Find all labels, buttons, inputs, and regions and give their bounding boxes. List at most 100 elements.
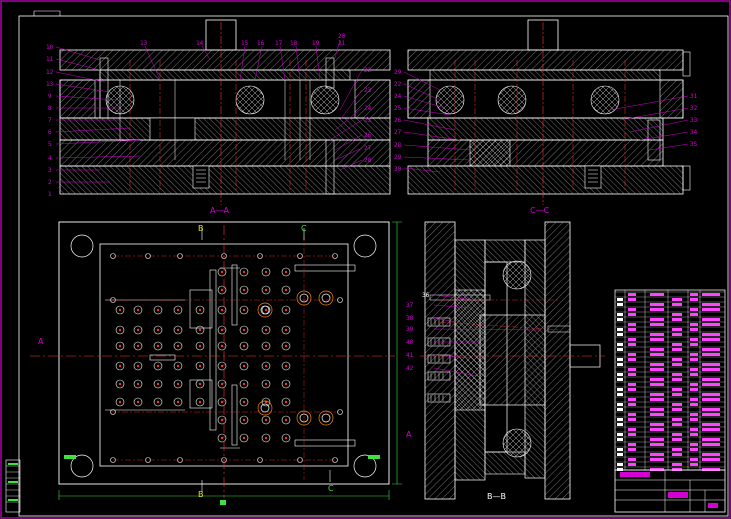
label-bb-37: 37: [406, 302, 414, 309]
parts-cell-text: [650, 413, 664, 416]
label-top-13: 13: [140, 40, 148, 47]
ejector-hole-center: [242, 436, 246, 440]
ejector-hole-center: [118, 344, 122, 348]
parts-cell-text: [702, 378, 720, 381]
ejector-hole: [195, 325, 205, 335]
ejector-hole-center: [242, 328, 246, 332]
label-top-20: 20: [338, 33, 346, 40]
label-top-14: 14: [196, 40, 204, 47]
label-cc-29a: 29: [394, 69, 402, 76]
label-cc-29b: 29: [394, 154, 402, 161]
plan-view: A A B B C C: [30, 221, 412, 505]
parts-cell-text: [690, 458, 698, 461]
ejector-hole-center: [284, 344, 288, 348]
label-5: 5: [48, 141, 52, 148]
ejector-hole-center: [242, 308, 246, 312]
parts-cell-text: [702, 398, 720, 401]
ejector-hole-center: [220, 418, 224, 422]
ejector-hole: [217, 415, 227, 425]
parts-cell-text: [690, 403, 698, 406]
parts-cell-text: [628, 413, 636, 416]
screw-hole: [337, 297, 343, 303]
return-pin-hole: [321, 293, 331, 303]
ejector-hole-center: [176, 382, 180, 386]
caption-aa: A—A: [210, 206, 229, 215]
ejector-hole-center: [220, 436, 224, 440]
ejector-hole: [239, 305, 249, 315]
parts-cell-text: [617, 418, 623, 421]
parts-cell-text: [690, 343, 698, 346]
label-cc-34: 34: [690, 129, 698, 136]
ejector-hole: [261, 379, 271, 389]
label-2: 2: [48, 179, 52, 186]
ejector-hole: [281, 341, 291, 351]
ejector-hole: [133, 379, 143, 389]
parts-cell-text: [617, 433, 623, 436]
label-bb-42: 42: [406, 365, 414, 372]
label-top-17: 17: [275, 40, 283, 47]
ejector-hole: [239, 325, 249, 335]
parts-cell-text: [672, 373, 682, 376]
parts-cell-text: [702, 423, 720, 426]
parts-cell-text: [690, 298, 698, 301]
parts-cell-text: [650, 428, 664, 431]
ejector-hole: [115, 379, 125, 389]
parts-cell-text: [650, 318, 664, 321]
parts-cell-text: [617, 463, 623, 466]
parts-cell-text: [650, 348, 664, 351]
parts-cell-text: [617, 358, 623, 361]
ejector-hole-center: [264, 364, 268, 368]
ejector-hole-center: [118, 328, 122, 332]
caption-bb: B—B: [487, 492, 506, 501]
parts-cell-text: [690, 413, 698, 416]
parts-cell-text: [650, 383, 664, 386]
label-8: 8: [48, 105, 52, 112]
parts-cell-text: [628, 403, 636, 406]
ejector-hole-center: [242, 400, 246, 404]
section-aa-view: 10 11 12 13 9 8 7 6 5 4 3 2 1 13 14 15 1…: [46, 19, 391, 215]
ejector-hole-center: [220, 288, 224, 292]
ejector-hole: [217, 285, 227, 295]
ejector-hole-center: [220, 270, 224, 274]
ejector-hole: [217, 433, 227, 443]
parts-cell-text: [672, 348, 682, 351]
ejector-hole: [261, 361, 271, 371]
ejector-hole-center: [118, 382, 122, 386]
ejector-hole-center: [198, 308, 202, 312]
label-bb-39: 39: [406, 326, 414, 333]
parts-cell-text: [650, 458, 664, 461]
parts-cell-text: [672, 358, 682, 361]
label-right-27: 27: [364, 145, 372, 152]
parts-cell-text: [650, 338, 664, 341]
ejector-hole: [173, 361, 183, 371]
ejector-hole-center: [198, 344, 202, 348]
ejector-hole: [173, 305, 183, 315]
parts-cell-text: [702, 318, 720, 321]
parts-cell-text: [690, 368, 698, 371]
parts-cell-text: [617, 313, 623, 316]
parts-cell-text: [702, 353, 720, 356]
label-cc-30: 30: [394, 166, 402, 173]
parts-cell-text: [650, 303, 664, 306]
ejector-hole-center: [176, 364, 180, 368]
parts-cell-text: [672, 318, 682, 321]
parts-cell-text: [672, 453, 682, 456]
label-right-28: 28: [364, 157, 372, 164]
ejector-hole-center: [220, 382, 224, 386]
parts-cell-text: [617, 348, 623, 351]
ejector-hole-center: [136, 308, 140, 312]
label-cc-32: 32: [690, 105, 698, 112]
ejector-hole-center: [284, 328, 288, 332]
parts-cell-text: [650, 398, 664, 401]
ejector-hole-center: [176, 328, 180, 332]
label-cc-33: 33: [690, 117, 698, 124]
parts-cell-text: [690, 418, 698, 421]
ejector-hole: [115, 325, 125, 335]
parts-cell-text: [650, 438, 664, 441]
parts-cell-text: [702, 308, 720, 311]
ejector-hole: [261, 415, 271, 425]
ejector-hole: [239, 397, 249, 407]
label-top-19: 19: [312, 40, 320, 47]
parts-cell-text: [672, 298, 682, 301]
parts-cell-text: [650, 453, 664, 456]
